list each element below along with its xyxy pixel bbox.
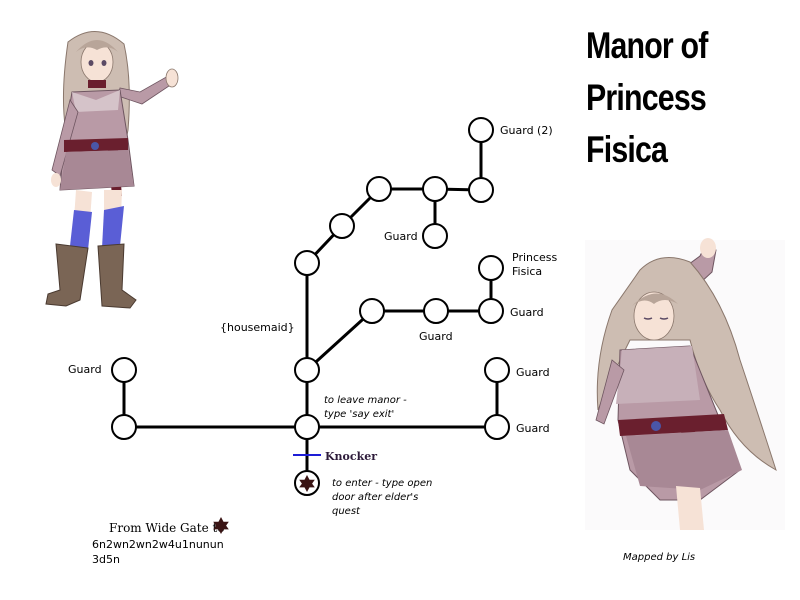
room-princess-fisica[interactable] — [478, 255, 504, 281]
wide-gate-star-icon — [213, 517, 229, 534]
room-guard-2[interactable] — [468, 117, 494, 143]
room-left-guard[interactable] — [111, 357, 137, 383]
title-line-3: Fisica — [586, 129, 668, 170]
room-top-right[interactable] — [468, 177, 494, 203]
directions-path-line2: 3d5n — [92, 553, 120, 566]
princess-illustration-right — [585, 238, 785, 530]
room-top-center[interactable] — [422, 176, 448, 202]
label-right-corner-guard: Guard — [516, 422, 550, 435]
room-right-guard[interactable] — [484, 357, 510, 383]
princess-illustration-left — [45, 31, 179, 309]
room-top-left[interactable] — [366, 176, 392, 202]
note-enter-line3: quest — [332, 506, 361, 517]
room-housemaid-upper[interactable] — [294, 250, 320, 276]
note-enter-line1: to enter - type open — [332, 478, 432, 489]
room-mid-guard[interactable] — [423, 298, 449, 324]
label-right-guard: Guard — [516, 366, 550, 379]
entrance-star-icon — [299, 475, 315, 492]
room-left-corner[interactable] — [111, 414, 137, 440]
title-line-2: Princess — [586, 77, 707, 118]
title-line-1: Manor of — [586, 25, 708, 66]
label-mid-guard: Guard — [419, 330, 453, 343]
room-center-hall[interactable] — [294, 414, 320, 440]
label-princess-line2: Fisica — [512, 265, 542, 278]
label-princess-line1: Princess — [512, 251, 558, 264]
room-diagonal[interactable] — [329, 213, 355, 239]
map-credit: Mapped by Lis — [623, 552, 695, 563]
directions-title: From Wide Gate to — [109, 521, 225, 535]
label-housemaid: {housemaid} — [220, 321, 295, 334]
note-leave-line2: type 'say exit' — [324, 409, 394, 420]
note-leave-line1: to leave manor - — [324, 395, 407, 406]
room-top-guard[interactable] — [422, 223, 448, 249]
room-mid-left[interactable] — [359, 298, 385, 324]
label-mid-right-guard: Guard — [510, 306, 544, 319]
room-mid-right-guard[interactable] — [478, 298, 504, 324]
link-diag-3 — [305, 309, 374, 372]
label-left-guard: Guard — [68, 363, 102, 376]
room-right-corner-guard[interactable] — [484, 414, 510, 440]
directions-path-line1: 6n2wn2wn2w4u1nunun — [92, 538, 224, 551]
label-guard-2: Guard (2) — [500, 124, 553, 137]
label-knocker: Knocker — [325, 450, 377, 463]
label-top-guard: Guard — [384, 230, 418, 243]
note-enter-line2: door after elder's — [332, 492, 418, 503]
room-housemaid[interactable] — [294, 357, 320, 383]
map-rooms — [111, 117, 510, 496]
